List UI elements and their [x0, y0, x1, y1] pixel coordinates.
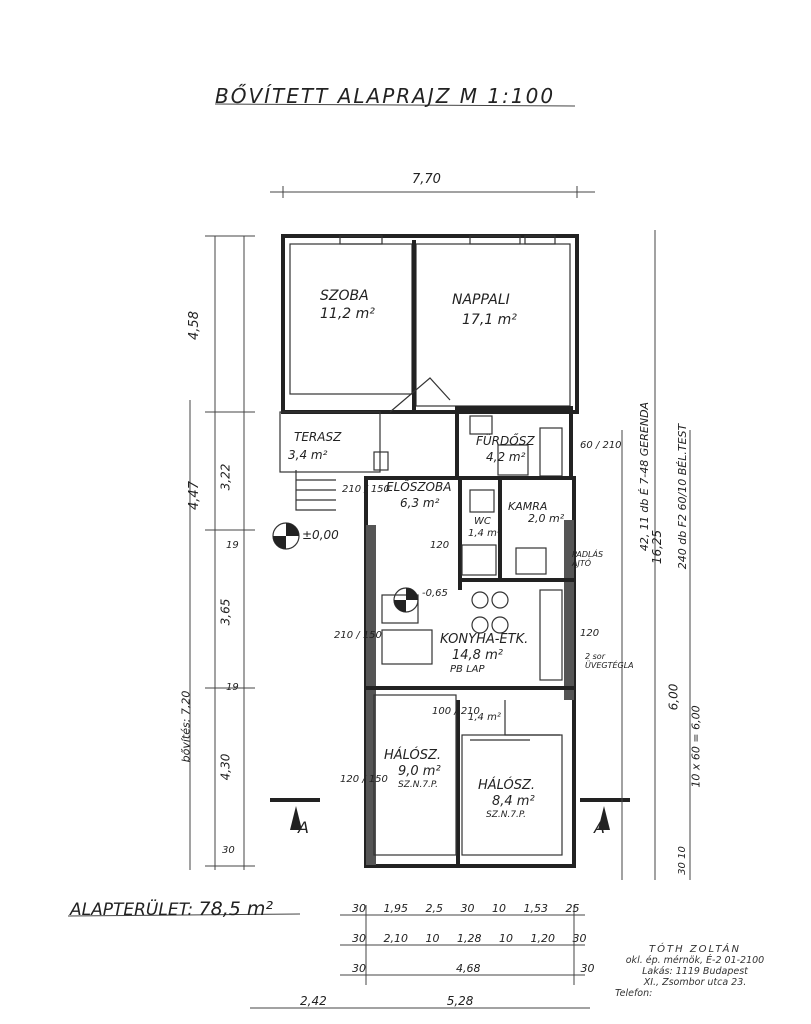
room-halo1-name: HÁLÓSZ. — [384, 748, 442, 763]
room-konyha-name: KONYHA-ÉTK. — [440, 632, 529, 647]
stamp-line3: XI., Zsombor utca 23. — [643, 977, 747, 988]
room-halo1-note: SZ.N.7.P. — [398, 780, 438, 790]
window — [339, 235, 383, 245]
door-100-210: 100 / 210 — [432, 706, 480, 717]
dim-left-mid: 4,47 — [186, 481, 202, 510]
dim-right-600: 6,00 — [666, 683, 681, 711]
room-terasz-area: 3,4 m² — [288, 448, 328, 462]
window — [524, 235, 556, 245]
room-furdo-name: FÜRDŐSZ — [476, 434, 535, 448]
counter — [539, 589, 563, 681]
window — [469, 235, 521, 245]
stamp-line4: Telefon: — [615, 988, 653, 999]
room-halo2-name: HÁLÓSZ. — [478, 778, 536, 793]
wall-hatch — [366, 525, 376, 685]
section-right-label: A — [594, 818, 605, 837]
dim-row-2: 30 2,10 10 1,28 10 1,20 30 — [352, 932, 587, 945]
terasz-outline — [279, 411, 381, 473]
stamp-line2: Lakás: 1119 Budapest — [642, 966, 748, 977]
bath-fixture — [497, 444, 529, 476]
alapterulet: ALAPTERÜLET: 78,5 m² — [70, 898, 273, 920]
dim-left-365: 3,65 — [218, 598, 233, 626]
halo1-outline — [373, 694, 457, 856]
alapterulet-value: 78,5 m² — [198, 898, 274, 920]
dim-left-upper: 4,58 — [186, 311, 202, 340]
stamp-line1: okl. ép. mérnök, É-2 01-2100 — [625, 955, 765, 966]
room-kamra-area: 2,0 m² — [528, 512, 565, 525]
room-wc-name: WC — [474, 516, 491, 527]
room-nappali-name: NAPPALI — [452, 292, 510, 308]
dim-right-3010: 30 10 — [676, 846, 688, 875]
stairs — [295, 470, 336, 511]
padlas-label: PADLÁS AJTÓ — [572, 550, 604, 568]
room-szoba-area: 11,2 m² — [320, 306, 375, 322]
opening-120-b: 120 — [580, 628, 600, 639]
room-eloszoba-name: ELŐSZOBA — [386, 480, 452, 494]
door-210-150-b: 210 / 150 — [334, 630, 382, 641]
section-left-label: A — [298, 818, 309, 837]
alapterulet-label: ALAPTERÜLET: — [70, 900, 194, 920]
room-terasz-name: TERASZ — [294, 430, 342, 444]
room-konyha-area: 14,8 m² — [452, 648, 503, 663]
stove — [381, 594, 419, 624]
wall-hatch — [366, 685, 376, 865]
dim-top: 7,70 — [412, 172, 441, 187]
room-konyha-note: PB LAP — [450, 664, 485, 675]
door-120-150: 120 / 150 — [340, 774, 388, 785]
upper-block-wall — [281, 234, 579, 414]
room-furdo-area: 4,2 m² — [486, 450, 526, 464]
wc-fixture — [469, 489, 495, 513]
beam-note-1: 42, 11 db É 7-48 GERENDA — [638, 401, 652, 552]
room-small-area: 1,4 m² — [468, 712, 501, 723]
room-halo2-area: 8,4 m² — [492, 794, 535, 809]
dim-bovites: bővítés: 7,20 — [179, 690, 193, 763]
kamra-shelf — [515, 547, 547, 575]
opening-120-a: 120 — [430, 540, 450, 551]
uvegtegla-label: 2 sor ÜVEGTÉGLA — [585, 652, 634, 670]
dim-left-430: 4,30 — [218, 753, 233, 781]
beam-note-2: 240 db F2 60/10 BÉL.TEST — [676, 423, 690, 570]
door-60-210: 60 / 210 — [580, 440, 622, 451]
table — [381, 629, 433, 665]
dim-left-322: 3,22 — [218, 463, 233, 491]
room-szoba-name: SZOBA — [320, 288, 369, 304]
stamp-name: TÓTH ZOLTÁN — [649, 944, 741, 955]
dim-right-10x60: 10 x 60 = 6,00 — [689, 705, 703, 788]
tub — [539, 427, 563, 477]
door-swing — [389, 377, 451, 413]
door-210-150-a: 210 / 150 — [342, 484, 390, 495]
room-halo2-note: SZ.N.7.P. — [486, 810, 526, 820]
dim-30: 30 — [222, 845, 235, 856]
level-label-2: -0,65 — [422, 588, 448, 599]
room-halo1-area: 9,0 m² — [398, 764, 441, 779]
stair-box — [461, 544, 497, 576]
dim-right-1625: 16,25 — [650, 529, 665, 565]
room-wc-area: 1,4 m² — [468, 528, 501, 539]
room-kamra-name: KAMRA — [508, 500, 548, 513]
dim-19b: 19 — [226, 682, 239, 693]
dim-row-1: 30 1,95 2,5 30 10 1,53 25 — [352, 902, 580, 915]
engineer-stamp: TÓTH ZOLTÁN okl. ép. mérnök, É-2 01-2100… — [615, 944, 775, 999]
dim-19: 19 — [226, 540, 239, 551]
wall-hatch — [564, 520, 574, 700]
sink — [469, 415, 493, 435]
level-label: ±0,00 — [302, 528, 339, 542]
drawing-title: BŐVÍTETT ALAPRAJZ M 1:100 — [215, 84, 556, 108]
column — [373, 451, 389, 471]
room-eloszoba-area: 6,3 m² — [400, 496, 440, 510]
room-nappali-area: 17,1 m² — [462, 312, 517, 328]
